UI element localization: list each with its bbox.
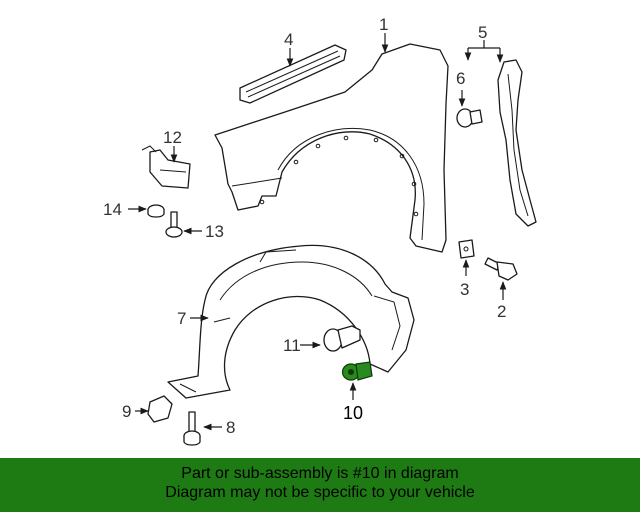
callout-12: 12 <box>163 128 182 147</box>
part-8-bolt[interactable] <box>183 411 201 446</box>
part-10-clip[interactable] <box>341 361 373 381</box>
callout-7: 7 <box>177 309 186 328</box>
part-7-liner[interactable] <box>167 244 415 399</box>
callout-11: 11 <box>283 336 301 355</box>
part-1-fender[interactable] <box>214 43 449 253</box>
callout-14: 14 <box>103 200 122 219</box>
callout-4: 4 <box>284 30 293 49</box>
part-12-mudguard[interactable] <box>141 145 191 189</box>
part-6-clip[interactable] <box>456 108 483 128</box>
part-11-clip[interactable] <box>323 325 361 352</box>
part-2-bolt[interactable] <box>484 257 518 281</box>
leader-lines <box>128 33 507 431</box>
part-3-retainer[interactable] <box>458 239 475 259</box>
callout-6: 6 <box>456 69 465 88</box>
callout-9: 9 <box>122 402 131 421</box>
banner-line-1: Part or sub-assembly is #10 in diagram <box>181 465 459 482</box>
callout-5: 5 <box>478 23 487 42</box>
part-14-nut[interactable] <box>147 204 165 218</box>
callout-2: 2 <box>497 302 506 321</box>
callout-10: 10 <box>343 403 363 423</box>
banner-line-2: Diagram may not be specific to your vehi… <box>165 484 475 501</box>
callout-3: 3 <box>460 280 469 299</box>
callout-13: 13 <box>205 222 224 241</box>
part-9-clip[interactable] <box>147 395 173 423</box>
parts-diagram: 4 1 5 6 12 14 13 3 2 7 11 10 9 8 <box>103 15 537 446</box>
part-5-brace[interactable] <box>497 59 537 227</box>
part-4-molding[interactable] <box>239 44 347 104</box>
part-13-bolt[interactable] <box>165 211 183 238</box>
callout-1: 1 <box>379 15 388 34</box>
callout-8: 8 <box>226 418 235 437</box>
info-banner: Part or sub-assembly is #10 in diagram D… <box>0 458 640 512</box>
